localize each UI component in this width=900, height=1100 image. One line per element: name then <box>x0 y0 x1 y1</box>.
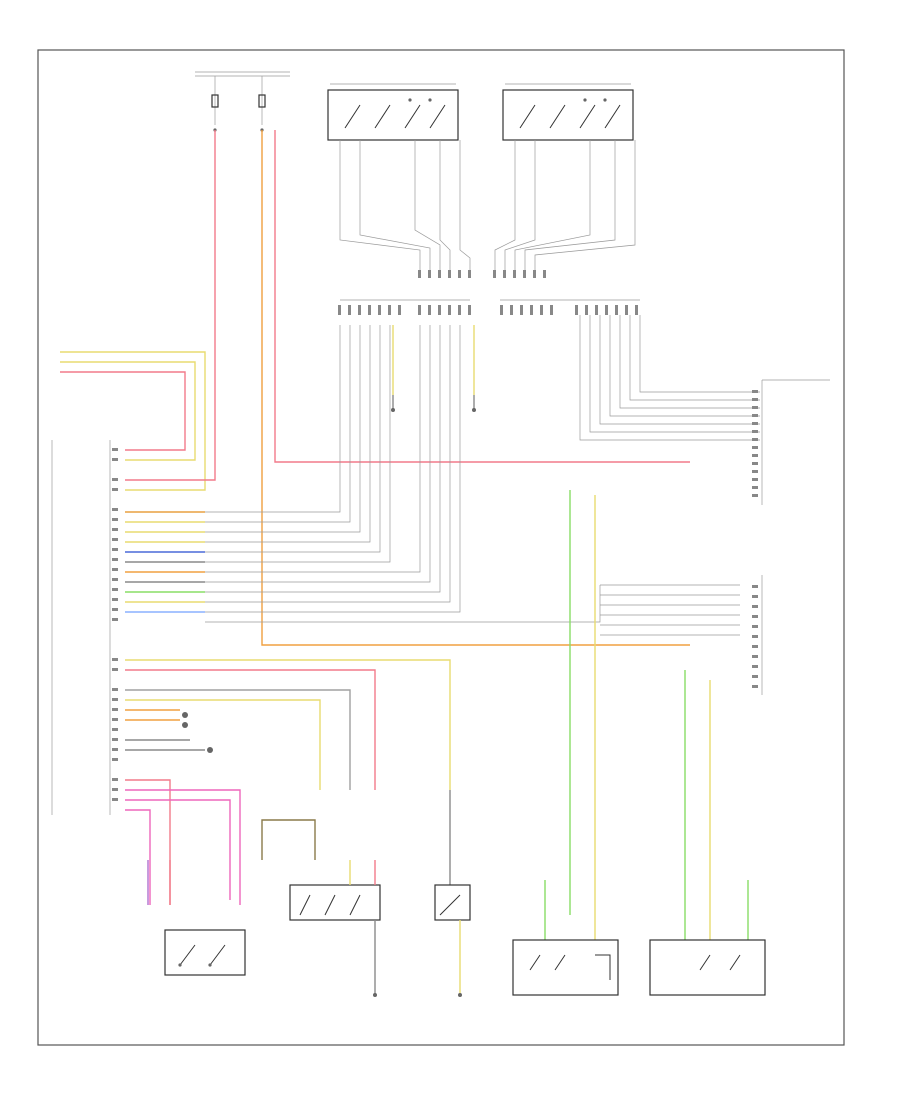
gray-bus-top <box>338 190 640 315</box>
central-switch <box>261 819 381 997</box>
passenger-window-switch <box>147 860 246 976</box>
door-contact-switch <box>434 790 471 997</box>
ground-g2 <box>472 325 476 412</box>
red-wire-to-right-module <box>274 130 690 463</box>
fuse-block-top <box>195 71 290 132</box>
left-input-wires <box>60 351 206 491</box>
ground-g1 <box>391 325 395 412</box>
left-rear-window-module <box>600 575 763 695</box>
driver-module-lower-wires <box>125 659 451 905</box>
rear-window-switch-right <box>502 83 636 190</box>
right-rear-window-module <box>752 379 830 505</box>
rear-window-switch-left <box>327 83 461 190</box>
gray-lines-right <box>579 315 760 441</box>
right-rear-window-motor <box>512 880 619 996</box>
driver-module-bus <box>125 325 601 623</box>
orange-feed-wire <box>261 130 690 646</box>
driver-door-module <box>51 440 118 815</box>
left-rear-window-motor <box>649 880 766 996</box>
page-frame <box>37 49 845 1046</box>
red-feed-wire <box>125 130 216 481</box>
